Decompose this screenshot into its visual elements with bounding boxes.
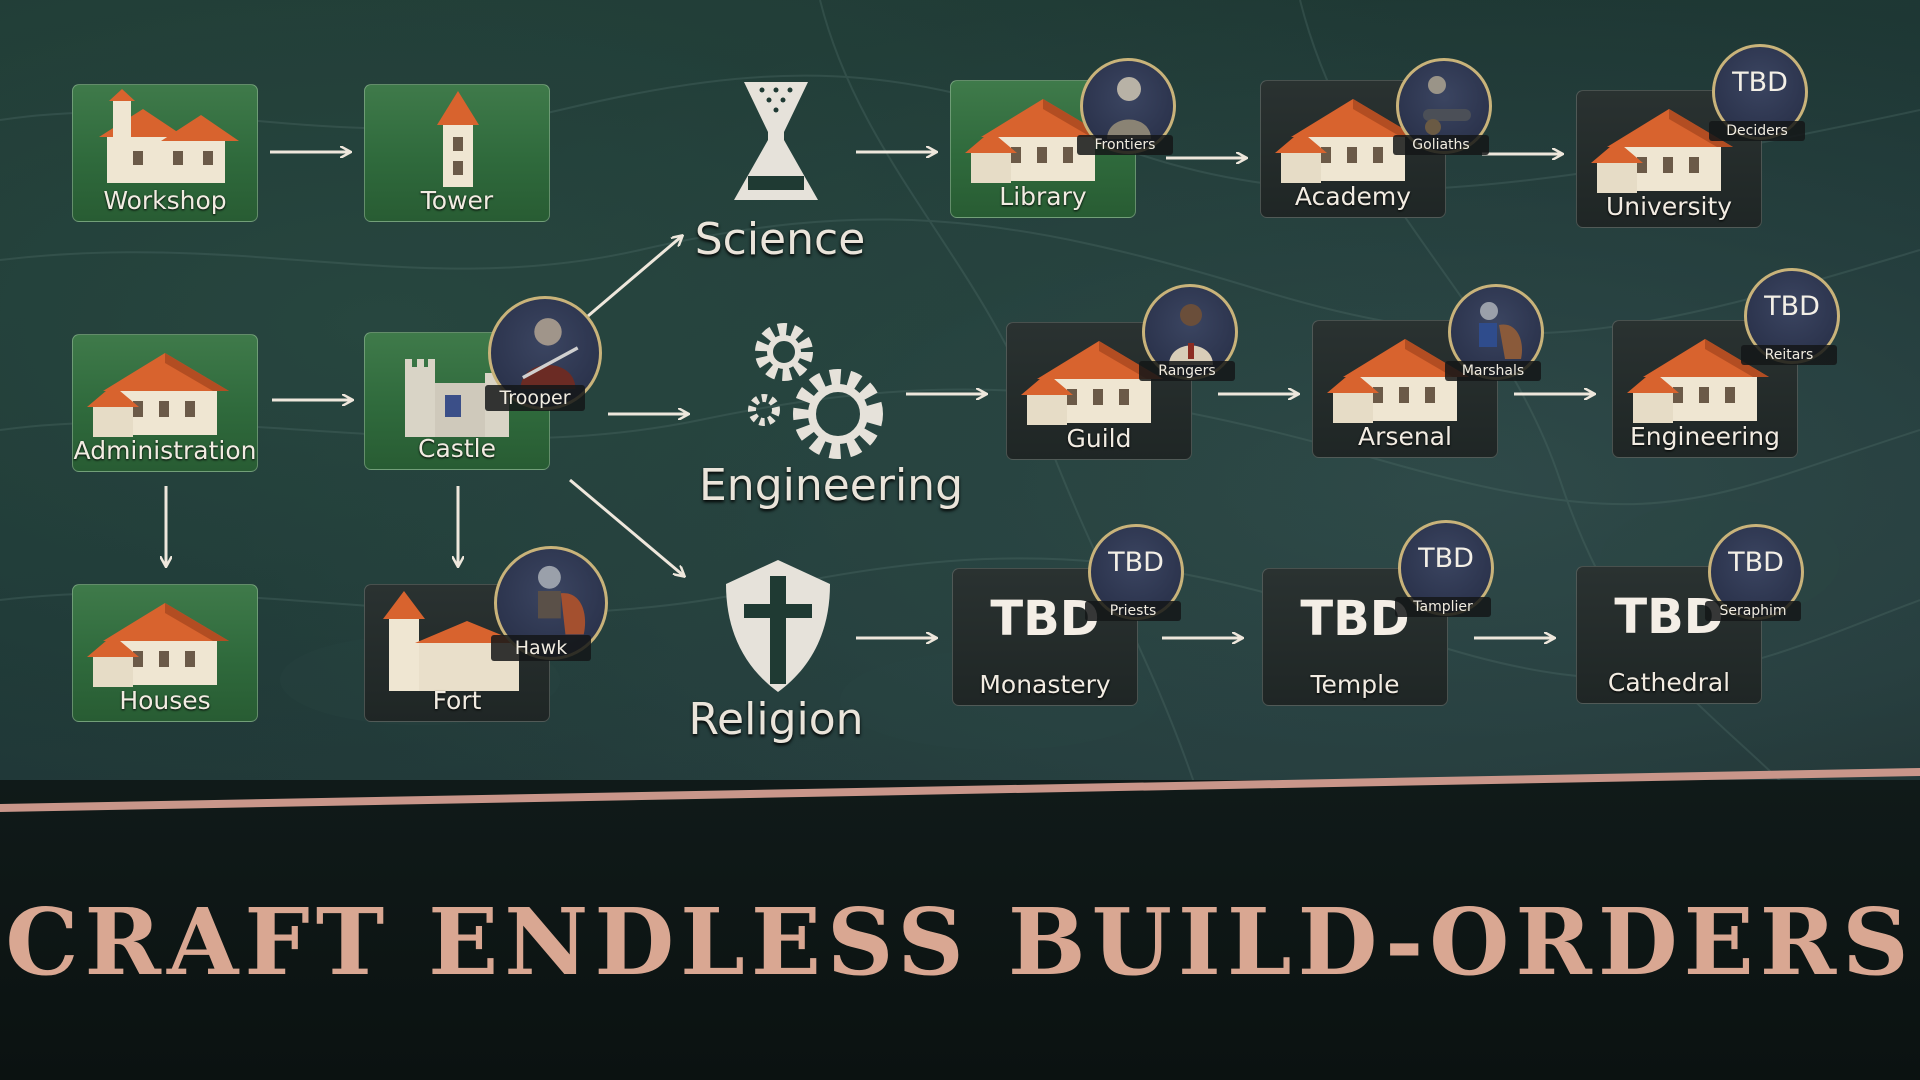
bottom-panel	[0, 780, 1920, 1080]
seraphim-tbd: TBD	[1728, 547, 1784, 578]
unit-reitars-label: Reitars	[1741, 345, 1837, 365]
unit-marshals-label: Marshals	[1445, 361, 1541, 381]
unit-tamplier-label: Tamplier	[1395, 597, 1491, 617]
unit-badge-goliaths[interactable]: Goliaths	[1393, 58, 1492, 155]
academy-label: Academy	[1294, 182, 1412, 211]
tower-label: Tower	[420, 186, 494, 215]
library-label: Library	[999, 182, 1087, 211]
priests-tbd: TBD	[1108, 547, 1164, 578]
unit-badge-frontiers[interactable]: Frontiers	[1077, 58, 1176, 155]
unit-priests-label: Priests	[1085, 601, 1181, 621]
cannon-portrait-icon	[1423, 76, 1471, 135]
trooper-portrait-icon	[520, 318, 579, 389]
university-label: University	[1605, 192, 1733, 221]
category-religion-label: Religion	[688, 694, 864, 745]
workshop-label: Workshop	[103, 186, 227, 215]
building-administration[interactable]: Administration	[72, 334, 258, 472]
unit-hawk-label: Hawk	[491, 635, 591, 661]
unit-badge-priests[interactable]: TBD Priests	[1085, 524, 1184, 621]
unit-goliaths-label: Goliaths	[1393, 135, 1489, 155]
guild-label: Guild	[1066, 424, 1132, 453]
connection-arrows	[0, 0, 1920, 780]
houses-image	[73, 585, 258, 695]
unit-rangers-label: Rangers	[1139, 361, 1235, 381]
flask-icon	[734, 82, 818, 200]
unit-frontiers-label: Frontiers	[1077, 135, 1173, 155]
workshop-image	[99, 89, 239, 183]
houses-label: Houses	[119, 686, 211, 715]
soldier-portrait-icon	[1107, 77, 1151, 139]
unit-seraphim-label: Seraphim	[1705, 601, 1801, 621]
castle-label: Castle	[418, 434, 496, 463]
unit-badge-marshals[interactable]: Marshals	[1445, 284, 1544, 381]
building-temple[interactable]: TBD Temple	[1262, 568, 1448, 706]
unit-deciders-label: Deciders	[1709, 121, 1805, 141]
building-castle[interactable]: Castle	[364, 332, 550, 470]
divider-line	[0, 768, 1920, 812]
building-monastery[interactable]: TBD Monastery	[952, 568, 1138, 706]
gears-icon	[748, 323, 883, 459]
arrow-castle-religion	[569, 478, 684, 576]
building-tower[interactable]: Tower	[364, 84, 550, 222]
administration-image	[73, 335, 258, 445]
monastery-label: Monastery	[979, 670, 1111, 699]
headline: CRAFT ENDLESS BUILD-ORDERS	[5, 888, 1915, 996]
administration-label: Administration	[73, 436, 257, 465]
unit-badge-reitars[interactable]: TBD Reitars	[1741, 268, 1840, 365]
monastery-tbd: TBD	[990, 591, 1100, 647]
tamplier-tbd: TBD	[1418, 543, 1474, 574]
unit-badge-rangers[interactable]: Rangers	[1139, 284, 1238, 381]
arrow-castle-science	[587, 236, 682, 318]
category-science-label: Science	[694, 214, 866, 265]
ranger-portrait-icon	[1169, 304, 1213, 365]
unit-badge-deciders[interactable]: TBD Deciders	[1709, 44, 1808, 141]
engineering-building-label: Engineering	[1630, 422, 1780, 451]
building-workshop[interactable]: Workshop	[72, 84, 258, 222]
building-houses[interactable]: Houses	[72, 584, 258, 722]
arsenal-label: Arsenal	[1358, 422, 1452, 451]
unit-badge-tamplier[interactable]: TBD Tamplier	[1395, 520, 1494, 617]
hawk-rider-portrait-icon	[538, 565, 586, 635]
deciders-tbd: TBD	[1732, 67, 1788, 98]
temple-label: Temple	[1310, 670, 1400, 699]
unit-badge-trooper[interactable]: Trooper	[485, 296, 602, 411]
fort-label: Fort	[432, 686, 482, 715]
tower-image	[437, 91, 479, 187]
unit-badge-hawk[interactable]: Hawk	[491, 546, 608, 661]
unit-trooper-label: Trooper	[485, 385, 585, 411]
temple-tbd: TBD	[1300, 591, 1410, 647]
cathedral-label: Cathedral	[1607, 668, 1731, 697]
cross-shield-icon	[726, 560, 830, 692]
reitars-tbd: TBD	[1764, 291, 1820, 322]
category-engineering-label: Engineering	[699, 460, 963, 511]
fort-image	[383, 591, 521, 691]
knight-horse-portrait-icon	[1479, 302, 1523, 359]
unit-badge-seraphim[interactable]: TBD Seraphim	[1705, 524, 1804, 621]
